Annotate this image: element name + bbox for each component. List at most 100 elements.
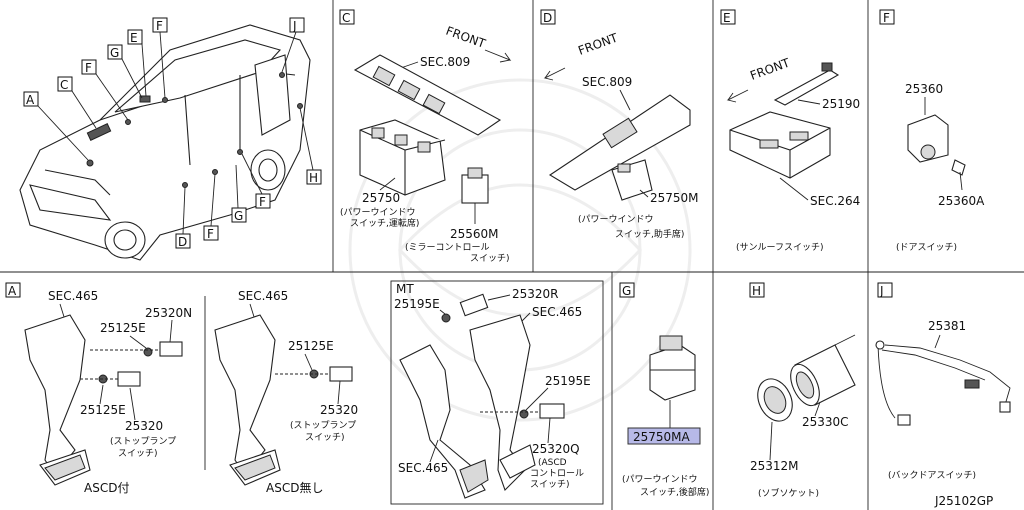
section-j: J 25381 (バックドアスイッチ) (875, 282, 1011, 481)
svg-text:スイッチ,後部席): スイッチ,後部席) (640, 486, 709, 498)
callout-f2: F (152, 17, 168, 99)
svg-text:ASCD無し: ASCD無し (266, 480, 323, 495)
svg-text:F: F (883, 11, 890, 25)
svg-text:スイッチ): スイッチ) (305, 432, 345, 443)
svg-text:スイッチ,助手席): スイッチ,助手席) (615, 228, 684, 240)
section-h: H 25330C 25312M (ソブソケット) (749, 282, 856, 499)
svg-text:25320N: 25320N (145, 306, 192, 320)
svg-text:(ミラーコントロール: (ミラーコントロール (405, 242, 490, 253)
svg-text:25330C: 25330C (802, 415, 849, 429)
svg-text:SEC.465: SEC.465 (238, 289, 288, 303)
section-mt: MT 25195E 25320R SEC.465 25195E 25320Q (… (394, 282, 591, 499)
svg-text:F: F (207, 227, 214, 241)
svg-text:スイッチ): スイッチ) (118, 448, 158, 459)
svg-text:25195E: 25195E (545, 374, 591, 388)
svg-text:25320: 25320 (320, 403, 358, 417)
svg-text:A: A (8, 284, 17, 298)
svg-text:コントロール: コントロール (530, 469, 584, 479)
svg-text:25312M: 25312M (750, 459, 799, 473)
vehicle-illustration (19, 24, 311, 261)
callout-c: C (57, 76, 97, 129)
svg-text:(バックドアスイッチ): (バックドアスイッチ) (888, 470, 976, 481)
section-c: C FRONT SEC.809 25750 (パワーウインドウ スイッチ,運転席… (339, 9, 512, 264)
svg-text:ASCD付: ASCD付 (84, 481, 129, 495)
callout-g1: G (107, 44, 143, 99)
svg-text:F: F (85, 61, 92, 75)
svg-text:FRONT: FRONT (444, 24, 488, 51)
section-a-no-ascd: SEC.465 25125E 25320 (ストップランプ スイッチ) ASCD… (214, 289, 358, 495)
svg-text:SEC.465: SEC.465 (398, 461, 448, 475)
callout-e: E (127, 29, 147, 97)
section-d: D FRONT SEC.809 25750M (パワーウインドウ スイッチ,助手… (540, 9, 699, 240)
svg-text:C: C (60, 78, 68, 92)
callout-f1: F (81, 59, 129, 121)
svg-text:F: F (156, 19, 163, 33)
svg-text:(ASCD: (ASCD (538, 458, 567, 468)
svg-text:(パワーウインドウ: (パワーウインドウ (622, 474, 698, 485)
diagram-code: J25102GP (934, 494, 993, 508)
svg-text:E: E (723, 11, 731, 25)
svg-text:(ストップランプ: (ストップランプ (290, 420, 356, 431)
section-f: F 25360 25360A (ドアスイッチ) (879, 9, 985, 253)
svg-text:H: H (752, 284, 761, 298)
svg-text:SEC.465: SEC.465 (48, 289, 98, 303)
svg-text:25360A: 25360A (938, 194, 985, 208)
section-e: E FRONT 25190 SEC.264 (サンルーフスイッチ) (720, 9, 860, 253)
svg-text:SEC.264: SEC.264 (810, 194, 860, 208)
svg-text:25750: 25750 (362, 191, 400, 205)
svg-text:FRONT: FRONT (576, 30, 620, 57)
svg-text:25381: 25381 (928, 319, 966, 333)
callout-h: H (299, 107, 322, 185)
svg-text:SEC.465: SEC.465 (532, 305, 582, 319)
callout-j: J (281, 17, 305, 73)
svg-text:H: H (309, 171, 318, 185)
svg-text:J: J (879, 284, 884, 298)
svg-text:25195E: 25195E (394, 297, 440, 311)
svg-text:スイッチ,運転席): スイッチ,運転席) (350, 217, 419, 229)
svg-text:25320: 25320 (125, 419, 163, 433)
svg-text:スイッチ): スイッチ) (530, 479, 570, 490)
svg-text:J: J (292, 19, 297, 33)
svg-text:(ソブソケット): (ソブソケット) (758, 487, 819, 499)
svg-text:G: G (110, 46, 119, 60)
svg-text:MT: MT (396, 282, 414, 296)
section-a-ascd: A SEC.465 25320N 25125E 25125E 25320 (スト… (5, 282, 192, 495)
svg-text:D: D (543, 11, 552, 25)
svg-text:F: F (259, 195, 266, 209)
callout-d: D (175, 186, 191, 249)
svg-text:25125E: 25125E (288, 339, 334, 353)
svg-text:25750M: 25750M (650, 191, 699, 205)
callout-f4: F (203, 173, 219, 241)
svg-text:(ドアスイッチ): (ドアスイッチ) (896, 242, 957, 253)
svg-text:SEC.809: SEC.809 (420, 55, 470, 69)
svg-text:E: E (130, 31, 138, 45)
callout-a: A (23, 91, 89, 161)
svg-text:G: G (622, 284, 631, 298)
svg-text:25190: 25190 (822, 97, 860, 111)
svg-text:(サンルーフスイッチ): (サンルーフスイッチ) (736, 242, 823, 253)
svg-text:(パワーウインドウ: (パワーウインドウ (340, 207, 416, 218)
svg-text:SEC.809: SEC.809 (582, 75, 632, 89)
svg-text:(パワーウインドウ: (パワーウインドウ (578, 214, 654, 225)
svg-text:スイッチ): スイッチ) (470, 253, 510, 264)
car-callouts: A C F G E F J H F D F G (23, 17, 322, 249)
svg-text:25320R: 25320R (512, 287, 559, 301)
svg-text:25125E: 25125E (80, 403, 126, 417)
svg-text:C: C (342, 11, 350, 25)
svg-text:D: D (178, 235, 187, 249)
svg-text:(ストップランプ: (ストップランプ (110, 436, 176, 447)
svg-text:25560M: 25560M (450, 227, 499, 241)
section-g: G 25750MA (パワーウインドウ スイッチ,後部席) (619, 282, 709, 498)
highlight-25750ma (627, 427, 701, 445)
svg-text:FRONT: FRONT (748, 55, 792, 82)
svg-text:25125E: 25125E (100, 321, 146, 335)
callout-f3: F (241, 153, 271, 209)
svg-text:A: A (26, 93, 35, 107)
svg-text:25360: 25360 (905, 82, 943, 96)
svg-text:G: G (234, 209, 243, 223)
svg-text:25320Q: 25320Q (532, 442, 580, 456)
callout-g2: G (231, 164, 247, 223)
